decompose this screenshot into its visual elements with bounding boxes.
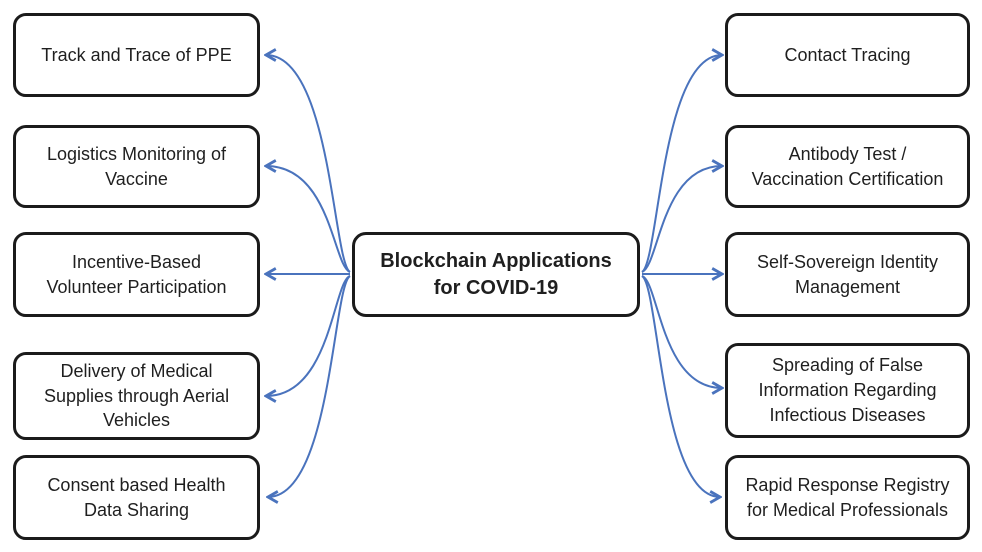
- node-track-trace-ppe: Track and Trace of PPE: [13, 13, 260, 97]
- node-consent-data-sharing: Consent based Health Data Sharing: [13, 455, 260, 540]
- node-rapid-response-registry: Rapid Response Registry for Medical Prof…: [725, 455, 970, 540]
- node-self-sovereign-identity: Self-Sovereign Identity Management: [725, 232, 970, 317]
- node-label: Rapid Response Registry for Medical Prof…: [745, 474, 950, 520]
- node-label: Incentive-Based Volunteer Participation: [46, 251, 227, 297]
- center-node-label: Blockchain Applications for COVID-19: [380, 249, 612, 299]
- node-label: Antibody Test / Vaccination Certificatio…: [751, 143, 944, 189]
- node-label: Contact Tracing: [784, 44, 911, 65]
- node-logistics-monitoring: Logistics Monitoring of Vaccine: [13, 125, 260, 208]
- node-incentive-volunteer: Incentive-Based Volunteer Participation: [13, 232, 260, 317]
- arrow-to-rapid-response-registry: [641, 275, 720, 497]
- arrow-to-consent-data-sharing: [268, 275, 351, 497]
- arrow-to-contact-tracing: [641, 55, 722, 273]
- node-label: Track and Trace of PPE: [41, 44, 232, 65]
- arrow-to-logistics-monitoring: [266, 166, 351, 273]
- arrow-to-antibody-test: [641, 166, 722, 273]
- node-label: Self-Sovereign Identity Management: [756, 251, 939, 297]
- arrow-to-aerial-delivery: [266, 275, 351, 396]
- node-label: Consent based Health Data Sharing: [47, 474, 226, 520]
- node-label: Delivery of Medical Supplies through Aer…: [43, 360, 230, 431]
- node-label: Logistics Monitoring of Vaccine: [46, 143, 227, 189]
- node-contact-tracing: Contact Tracing: [725, 13, 970, 97]
- node-antibody-test: Antibody Test / Vaccination Certificatio…: [725, 125, 970, 208]
- node-aerial-delivery: Delivery of Medical Supplies through Aer…: [13, 352, 260, 440]
- arrow-to-track-trace-ppe: [266, 55, 351, 273]
- node-label: Spreading of False Information Regarding…: [758, 355, 937, 425]
- arrow-to-false-information: [641, 275, 722, 388]
- node-center-blockchain-applications: Blockchain Applications for COVID-19: [352, 232, 640, 317]
- node-false-information: Spreading of False Information Regarding…: [725, 343, 970, 438]
